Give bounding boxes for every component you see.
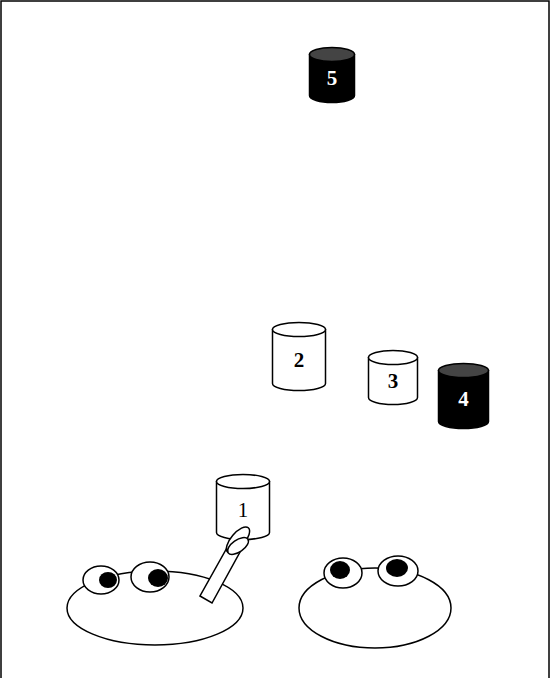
numbered-cup: 5 <box>308 46 356 104</box>
numbered-cup: 3 <box>367 349 419 406</box>
cup-number: 2 <box>271 350 327 371</box>
numbered-cup: 2 <box>271 321 327 392</box>
cup-number: 1 <box>215 500 271 521</box>
left-creature <box>67 562 243 645</box>
cup-number: 3 <box>367 371 419 392</box>
numbered-cup: 1 <box>215 473 271 541</box>
right-creature <box>299 556 451 648</box>
cup-number: 4 <box>437 389 490 410</box>
numbered-cup: 4 <box>437 362 490 430</box>
holding-hand <box>200 523 254 603</box>
cup-number: 5 <box>308 68 356 89</box>
